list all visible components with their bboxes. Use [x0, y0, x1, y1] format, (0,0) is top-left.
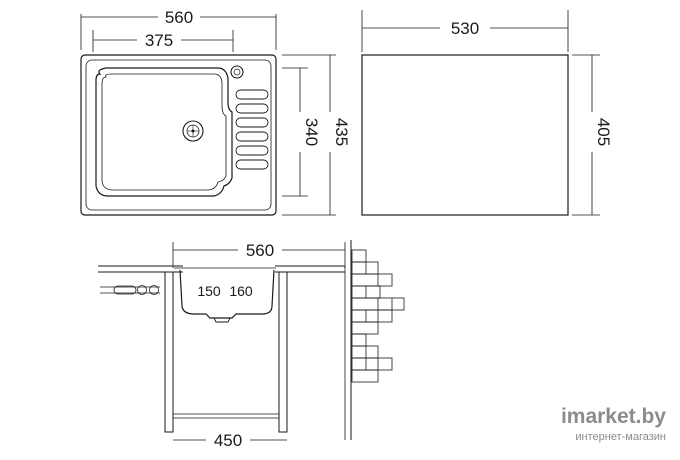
bowl-length-dimension: 340: [282, 67, 321, 197]
top-view: 560 375: [80, 8, 351, 216]
section-width-label: 560: [246, 241, 274, 260]
watermark-brand: imarket.by: [561, 405, 666, 428]
cutout-width-label: 530: [451, 19, 479, 38]
cutout-length-dimension: 405: [572, 54, 613, 216]
cutout-length-label: 405: [594, 118, 613, 146]
overall-length-dimension: 435: [282, 54, 351, 216]
watermark: imarket.by интернет-магазин: [561, 405, 666, 443]
overall-length-label: 435: [332, 118, 351, 146]
cutout-outline: [361, 54, 569, 216]
sink-rim-inner: [85, 59, 272, 211]
overall-width-dimension: 560: [80, 8, 277, 50]
cutout-width-dimension: 530: [361, 10, 569, 52]
bowl-section: [179, 269, 275, 319]
overall-width-label: 560: [165, 8, 193, 27]
watermark-tagline: интернет-магазин: [575, 431, 666, 443]
countertop: [98, 265, 345, 273]
cabinet-width-label: 450: [214, 431, 242, 450]
bowl-length-label: 340: [302, 118, 321, 146]
faucet-hole-icon: [230, 65, 244, 79]
wall: [344, 240, 405, 440]
cutout-view: 530 405: [361, 10, 613, 216]
bowl-width-dimension: 375: [92, 30, 234, 52]
drain-icon: [182, 120, 204, 142]
wall-bricks: [351, 249, 405, 383]
section-width-dimension: 560: [172, 241, 346, 268]
cabinet: [164, 271, 288, 433]
bowl-width-label: 375: [145, 31, 173, 50]
cabinet-width-dimension: 450: [173, 431, 287, 450]
sink-bowl: [95, 67, 233, 197]
depth-left-label: 150: [197, 283, 221, 299]
drain-outlet: [213, 317, 231, 323]
sink-bowl-inner: [101, 73, 227, 191]
drainer-grooves: [235, 89, 269, 170]
section-view: 560 150 160: [98, 240, 405, 450]
mounting-rail: [100, 285, 160, 295]
depth-right-label: 160: [229, 283, 253, 299]
sink-rim: [80, 54, 277, 216]
